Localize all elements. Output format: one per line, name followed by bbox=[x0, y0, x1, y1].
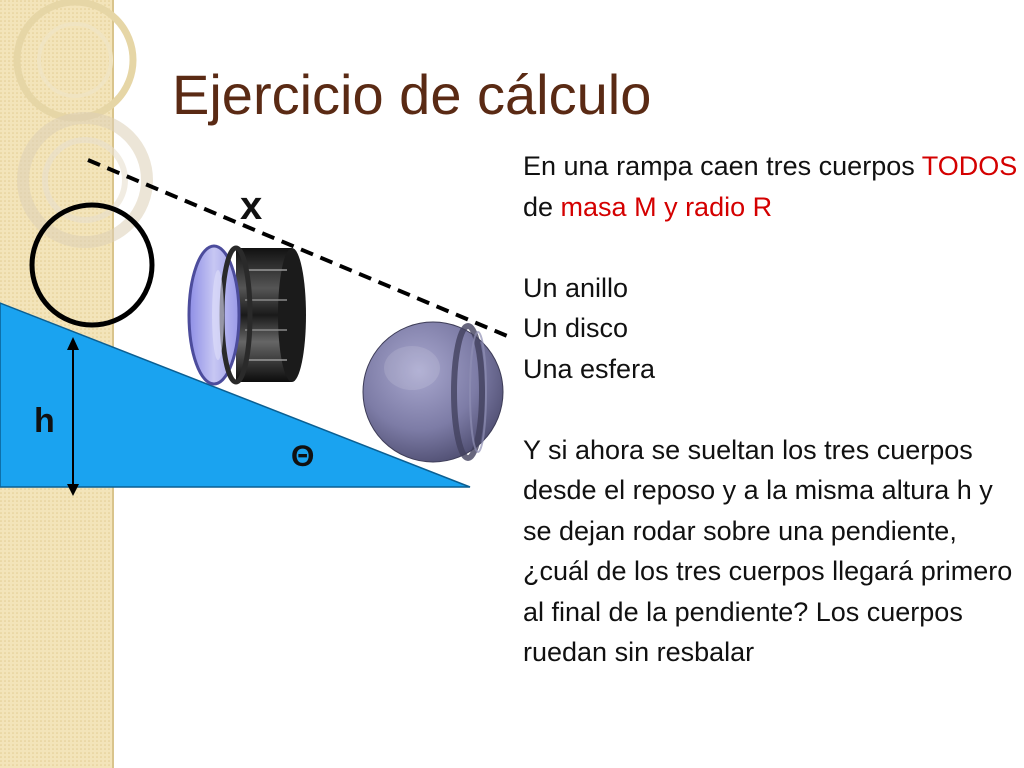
label-theta: Θ bbox=[291, 440, 315, 473]
height-arrow bbox=[67, 337, 79, 496]
ring-outline bbox=[29, 202, 155, 328]
body-item-esfera: Una esfera bbox=[523, 353, 656, 384]
intro-paragraph: En una rampa caen tres cuerpos TODOS de … bbox=[523, 151, 1018, 222]
slide-body: En una rampa caen tres cuerpos TODOS de … bbox=[523, 146, 1018, 673]
slide-title: Ejercicio de cálculo bbox=[172, 63, 652, 126]
body-item-disco: Un disco bbox=[523, 313, 629, 343]
question-paragraph: Y si ahora se sueltan los tres cuerpos d… bbox=[523, 434, 1013, 668]
ramp bbox=[0, 302, 471, 488]
sphere bbox=[362, 321, 504, 463]
distance-line bbox=[87, 158, 513, 340]
body-item-anillo: Un anillo bbox=[523, 272, 629, 303]
highlight-masa: masa M y radio R bbox=[560, 191, 773, 222]
highlight-todos: TODOS bbox=[921, 151, 1018, 181]
label-h: h bbox=[34, 402, 55, 440]
cylinder bbox=[187, 244, 306, 386]
label-x: x bbox=[240, 184, 263, 228]
